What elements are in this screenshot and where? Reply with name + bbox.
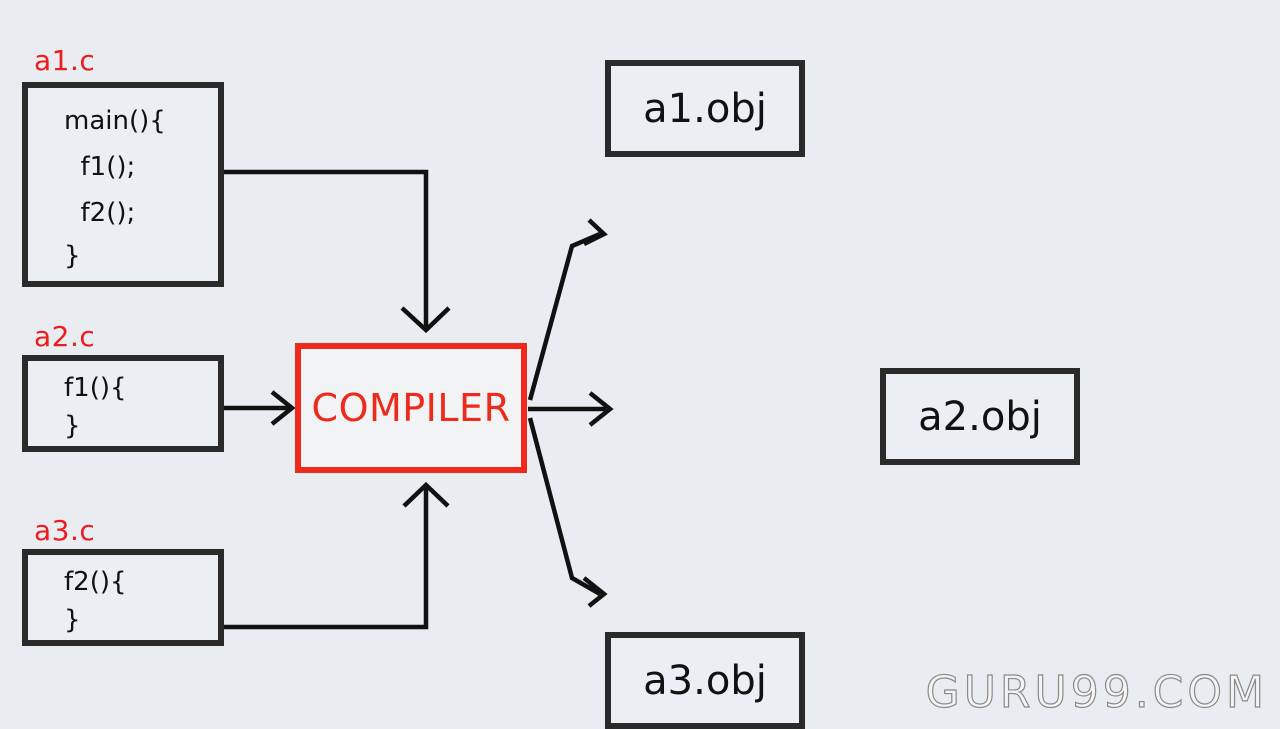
arrowhead-a3c [402, 481, 450, 508]
arrow-a1c-to-compiler [222, 169, 429, 328]
file-label-a3c: a3.c [34, 514, 96, 547]
arrowhead-a1obj [582, 218, 608, 247]
source-box-a3c: f2(){ } [22, 549, 224, 646]
code-line: f1(){ [64, 373, 127, 403]
file-label-a2c: a2.c [34, 320, 96, 353]
arrowhead-a2c [270, 390, 296, 426]
arrowhead-a1c [400, 306, 451, 334]
output-label-a3obj: a3.obj [643, 657, 767, 704]
arrow-compiler-to-a3obj [527, 417, 602, 596]
arrowhead-a2obj [588, 391, 614, 427]
watermark: GURU99.COM [925, 666, 1268, 718]
output-box-a1obj: a1.obj [605, 60, 805, 157]
output-box-a2obj: a2.obj [880, 368, 1080, 465]
code-line: } [64, 605, 81, 635]
code-line: f2(); [64, 198, 136, 228]
source-box-a2c: f1(){ } [22, 355, 224, 452]
arrow-a3c-to-compiler [222, 488, 429, 630]
arrow-compiler-to-a1obj [527, 231, 601, 401]
file-label-a1c: a1.c [34, 44, 96, 77]
compiler-label: COMPILER [311, 386, 511, 430]
output-label-a2obj: a2.obj [918, 393, 1042, 440]
code-line: } [64, 241, 81, 271]
code-line: main(){ [64, 106, 166, 136]
source-box-a1c: main(){ f1(); f2(); } [22, 82, 224, 287]
compiler-box: COMPILER [295, 343, 527, 473]
output-box-a3obj: a3.obj [605, 632, 805, 729]
code-line: } [64, 411, 81, 441]
arrowhead-a3obj [582, 576, 608, 608]
code-line: f2(){ [64, 567, 127, 597]
code-line: f1(); [64, 152, 136, 182]
output-label-a1obj: a1.obj [643, 85, 767, 132]
